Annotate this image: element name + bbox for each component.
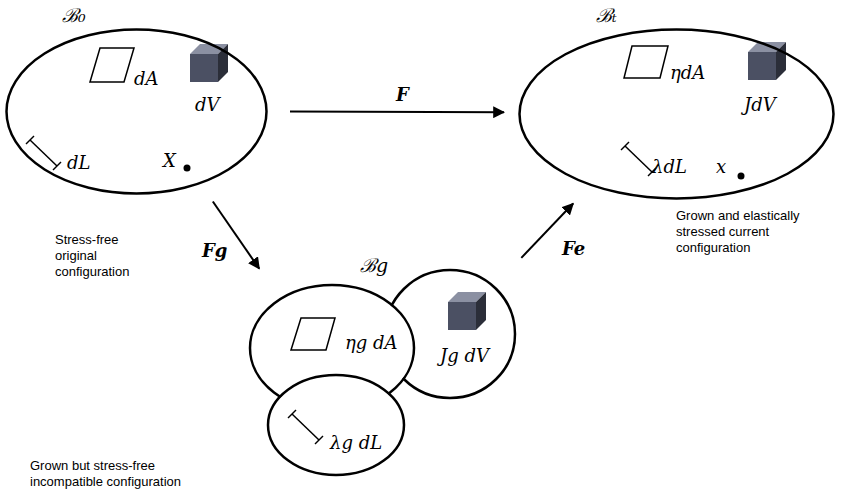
element-label: ηdA [670,62,705,83]
configuration-region: ℬ₀dAdVdLX [5,28,268,195]
area-element [90,48,134,82]
configuration-region: ℬₜηdAJdVλdLx [518,28,835,200]
line-element [26,136,61,170]
area-element [624,46,668,78]
configuration-name: ℬ₀ [62,4,86,26]
region-outline [5,28,268,195]
element-label: JdV [744,94,776,115]
configuration-caption: Grown but stress-free incompatible confi… [30,458,220,490]
configuration-caption: Stress-free original configuration [55,232,155,280]
element-label: dV [195,94,220,115]
element-label: dA [134,68,159,89]
line-element [621,142,656,176]
area-element [291,318,335,350]
configuration-name: ℬₜ [596,4,617,26]
configuration-region: ℬgηg dAJg dVλg dL [250,268,517,478]
mapping-arrow [290,111,504,114]
element-label: X [163,150,176,171]
volume-cube [448,292,486,330]
mapping-label: Fg [200,240,229,261]
mapping-label: F [394,84,411,105]
volume-cube [748,42,786,80]
spatial-point [738,173,745,180]
element-label: ηg dA [345,332,398,353]
element-label: x [716,156,726,177]
configuration-name: ℬg [360,254,388,276]
element-label: λg dL [330,432,382,453]
material-point [184,165,191,172]
line-element [288,410,323,444]
element-label: λdL [652,156,687,177]
region-outline [250,268,517,478]
element-label: dL [67,152,90,173]
configuration-caption: Grown and elastically stressed current c… [676,208,810,256]
element-label: Jg dV [440,345,489,366]
mapping-label: Fe [560,238,587,259]
